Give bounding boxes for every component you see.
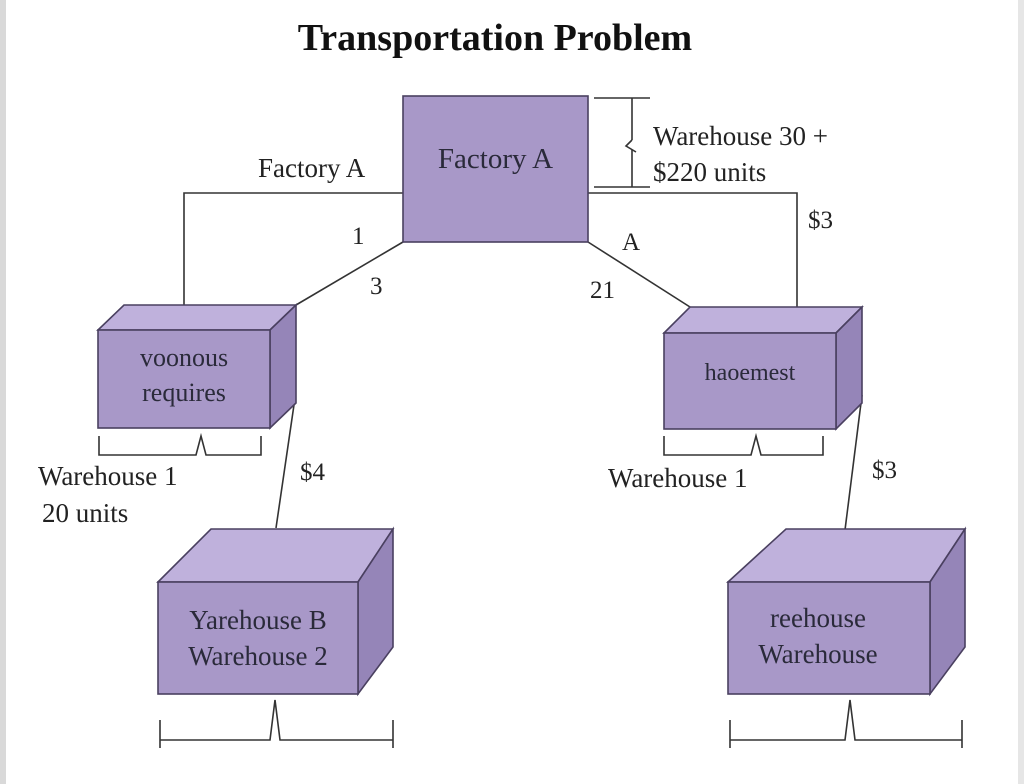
factory-box (402, 95, 589, 243)
bracket-left-bottom (159, 699, 394, 748)
connector-factory-right-box (588, 192, 798, 307)
bracket-right-mid (663, 432, 824, 456)
bottom-brackets (159, 699, 963, 748)
label-warehouse1-right: Warehouse 1 (608, 463, 748, 493)
label-cost-right-top: $3 (808, 207, 833, 234)
mid-brackets (98, 432, 824, 456)
right-mid-line1: haoemest (704, 359, 796, 386)
left-mid-box-text: voonous requires (98, 330, 270, 420)
left-bottom-line1: Yarehouse B (189, 604, 327, 635)
diagram-title: Transportation Problem (297, 17, 693, 59)
bracket-right-bottom (729, 699, 963, 748)
label-capacity-line2: $220 units (653, 157, 767, 187)
left-bottom-box-text: Yarehouse B Warehouse 2 (158, 588, 358, 688)
right-mid-box (662, 305, 864, 431)
bracket-left-mid (98, 432, 262, 456)
factory-box-label: Factory A (437, 143, 554, 176)
connector-factory-left-box (183, 192, 403, 305)
left-mid-line2: requires (142, 378, 226, 407)
connector-left-mid-bottom (275, 397, 296, 529)
label-cost-3: 3 (370, 273, 383, 300)
right-mid-box-text: haoemest (664, 333, 836, 413)
diagonal-factory-right (587, 241, 691, 308)
left-bottom-line2: Warehouse 2 (188, 641, 328, 671)
left-bottom-box (156, 526, 395, 697)
connector-right-mid-bottom (844, 394, 863, 531)
diagonal-factory-left (295, 241, 404, 306)
right-border (1018, 0, 1024, 784)
right-bottom-line1: reehouse (770, 602, 866, 633)
right-bottom-line2: Warehouse (758, 639, 878, 669)
left-border (0, 0, 6, 784)
label-cost-left-bottom: $4 (300, 459, 325, 486)
label-cost-right-bottom: $3 (872, 457, 897, 484)
label-units-left: 20 units (42, 498, 129, 528)
right-bottom-box (725, 526, 967, 697)
left-mid-line1: voonous (139, 342, 229, 372)
label-capacity-line1: Warehouse 30 + (653, 121, 828, 151)
label-warehouse1-left: Warehouse 1 (38, 461, 178, 491)
capacity-bracket (594, 97, 650, 188)
label-factory-left: Factory A (258, 153, 366, 183)
connector-lines (183, 192, 863, 531)
left-mid-box (96, 303, 298, 430)
label-cost-1: 1 (352, 223, 365, 250)
label-cost-21: 21 (590, 277, 615, 304)
right-bottom-box-text: reehouse Warehouse (728, 586, 908, 686)
label-cost-a: A (622, 229, 641, 256)
